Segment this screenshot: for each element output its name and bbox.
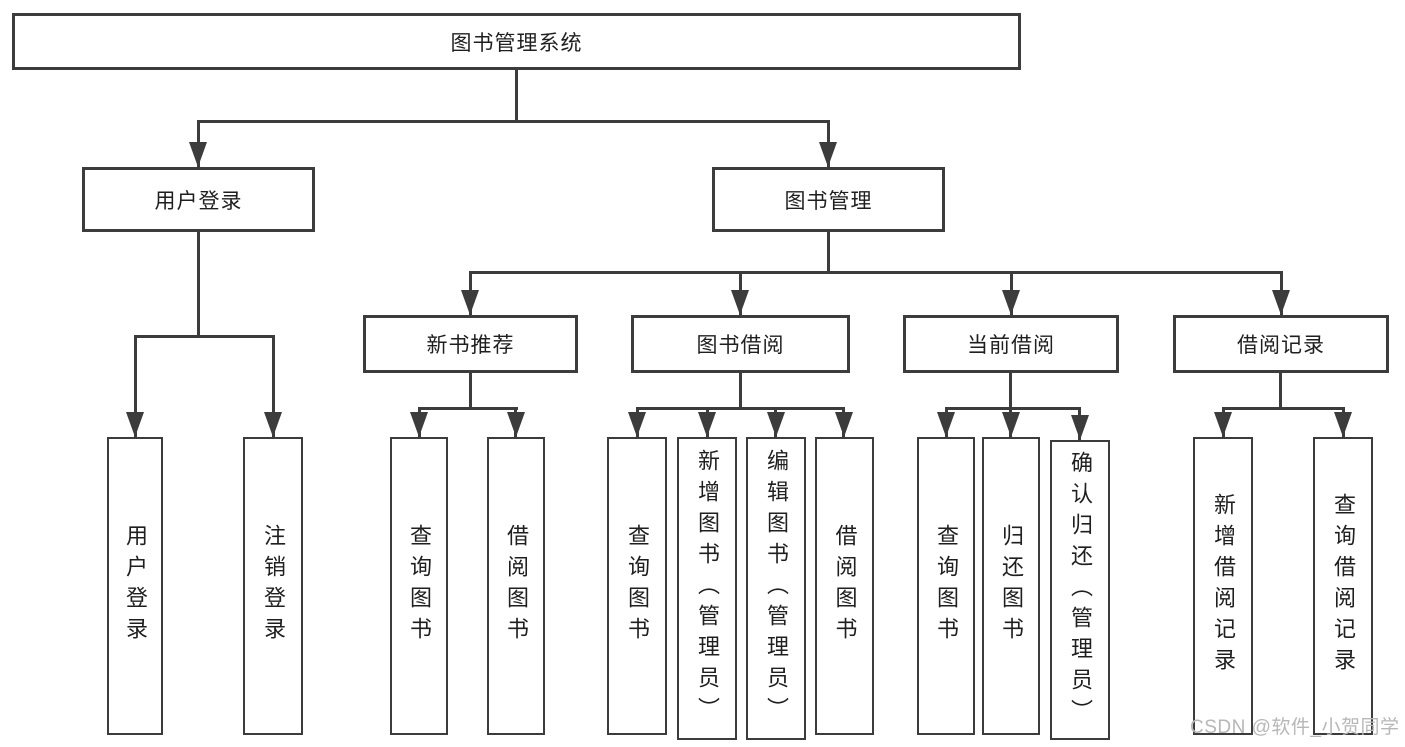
arrow-rec-query: [410, 412, 428, 437]
node-new-book-rec: 新书推荐: [363, 315, 578, 373]
edge-current-borrow-trunk: [1009, 373, 1012, 410]
node-user-login: 用户登录: [82, 167, 315, 232]
arrow-user-login: [189, 142, 207, 167]
node-root: 图书管理系统: [12, 13, 1021, 70]
arrow-current-borrow: [1002, 290, 1020, 315]
arrow-cb-query: [937, 412, 955, 437]
node-user-login-label: 用户登录: [154, 189, 243, 213]
edge-user-login-bar: [134, 335, 275, 338]
edge-current-borrow-bar: [945, 407, 1081, 410]
arrow-bb-add: [698, 412, 716, 437]
edge-level2-bar: [197, 120, 830, 123]
edge-book-borrow-trunk: [739, 373, 742, 410]
arrow-leaf-logout: [264, 412, 282, 437]
arrow-br-add: [1214, 412, 1232, 437]
leaf-user-login-label: 用户登录: [123, 524, 148, 648]
leaf-br-add-record: 新增借阅记录: [1193, 437, 1253, 735]
leaf-rec-borrow-books-label: 借阅图书: [504, 524, 529, 648]
leaf-cb-confirm-return-label: 确认归还（管理员）: [1068, 450, 1093, 730]
edge-drop-leaf-login: [134, 335, 137, 437]
edge-root-trunk: [515, 70, 518, 123]
arrow-bb-borrow: [835, 412, 853, 437]
leaf-bb-borrow-books: 借阅图书: [815, 437, 874, 735]
node-book-borrow: 图书借阅: [631, 315, 850, 373]
leaf-rec-query-books-label: 查询图书: [407, 524, 432, 648]
edge-drop-leaf-logout: [272, 335, 275, 437]
leaf-rec-borrow-books: 借阅图书: [487, 437, 545, 735]
arrow-rec-borrow: [507, 412, 525, 437]
arrow-bb-query: [628, 412, 646, 437]
leaf-logout-label: 注销登录: [261, 524, 286, 648]
node-root-label: 图书管理系统: [450, 31, 583, 55]
leaf-bb-edit-books: 编辑图书（管理员）: [746, 437, 806, 740]
leaf-rec-query-books: 查询图书: [390, 437, 448, 735]
arrow-book-management: [819, 142, 837, 167]
leaf-cb-confirm-return: 确认归还（管理员）: [1050, 440, 1110, 740]
leaf-bb-query-books-label: 查询图书: [625, 524, 650, 648]
leaf-cb-return-books-label: 归还图书: [999, 524, 1024, 648]
leaf-logout: 注销登录: [243, 437, 303, 735]
leaf-br-query-record-label: 查询借阅记录: [1331, 493, 1356, 679]
node-current-borrow-label: 当前借阅: [967, 334, 1055, 357]
edge-new-book-rec-trunk: [469, 373, 472, 410]
edge-borrow-records-bar: [1222, 407, 1344, 410]
node-borrow-records: 借阅记录: [1173, 315, 1389, 373]
arrow-book-borrow: [731, 290, 749, 315]
leaf-bb-add-books: 新增图书（管理员）: [677, 437, 737, 740]
leaf-cb-query-books-label: 查询图书: [934, 524, 959, 648]
node-book-borrow-label: 图书借阅: [696, 334, 785, 357]
edge-user-login-trunk: [197, 232, 200, 338]
arrow-leaf-login: [126, 412, 144, 437]
leaf-bb-query-books: 查询图书: [607, 437, 667, 735]
arrow-br-query: [1334, 412, 1352, 437]
leaf-user-login: 用户登录: [107, 437, 163, 735]
node-book-management: 图书管理: [712, 167, 945, 232]
leaf-cb-return-books: 归还图书: [982, 437, 1040, 735]
arrow-new-book-rec: [461, 290, 479, 315]
edge-borrow-records-trunk: [1279, 373, 1282, 410]
node-borrow-records-label: 借阅记录: [1237, 334, 1325, 357]
arrow-bb-edit: [767, 412, 785, 437]
arrow-borrow-records: [1272, 290, 1290, 315]
leaf-br-query-record: 查询借阅记录: [1313, 437, 1373, 735]
arrow-cb-return: [1002, 412, 1020, 437]
leaf-bb-edit-books-label: 编辑图书（管理员）: [764, 449, 789, 728]
edge-level3-bar: [469, 271, 1282, 274]
leaf-br-add-record-label: 新增借阅记录: [1211, 493, 1236, 679]
node-book-management-label: 图书管理: [784, 189, 873, 213]
edge-book-borrow-bar: [636, 407, 845, 410]
csdn-watermark: CSDN @软件_小贺同学: [1190, 717, 1400, 738]
edge-new-book-rec-bar: [418, 407, 518, 410]
arrow-cb-confirm: [1071, 415, 1089, 440]
leaf-bb-borrow-books-label: 借阅图书: [832, 524, 858, 648]
node-current-borrow: 当前借阅: [903, 315, 1119, 373]
edge-book-management-trunk: [827, 232, 830, 274]
leaf-bb-add-books-label: 新增图书（管理员）: [695, 449, 720, 728]
node-new-book-rec-label: 新书推荐: [426, 334, 515, 357]
leaf-cb-query-books: 查询图书: [917, 437, 975, 735]
